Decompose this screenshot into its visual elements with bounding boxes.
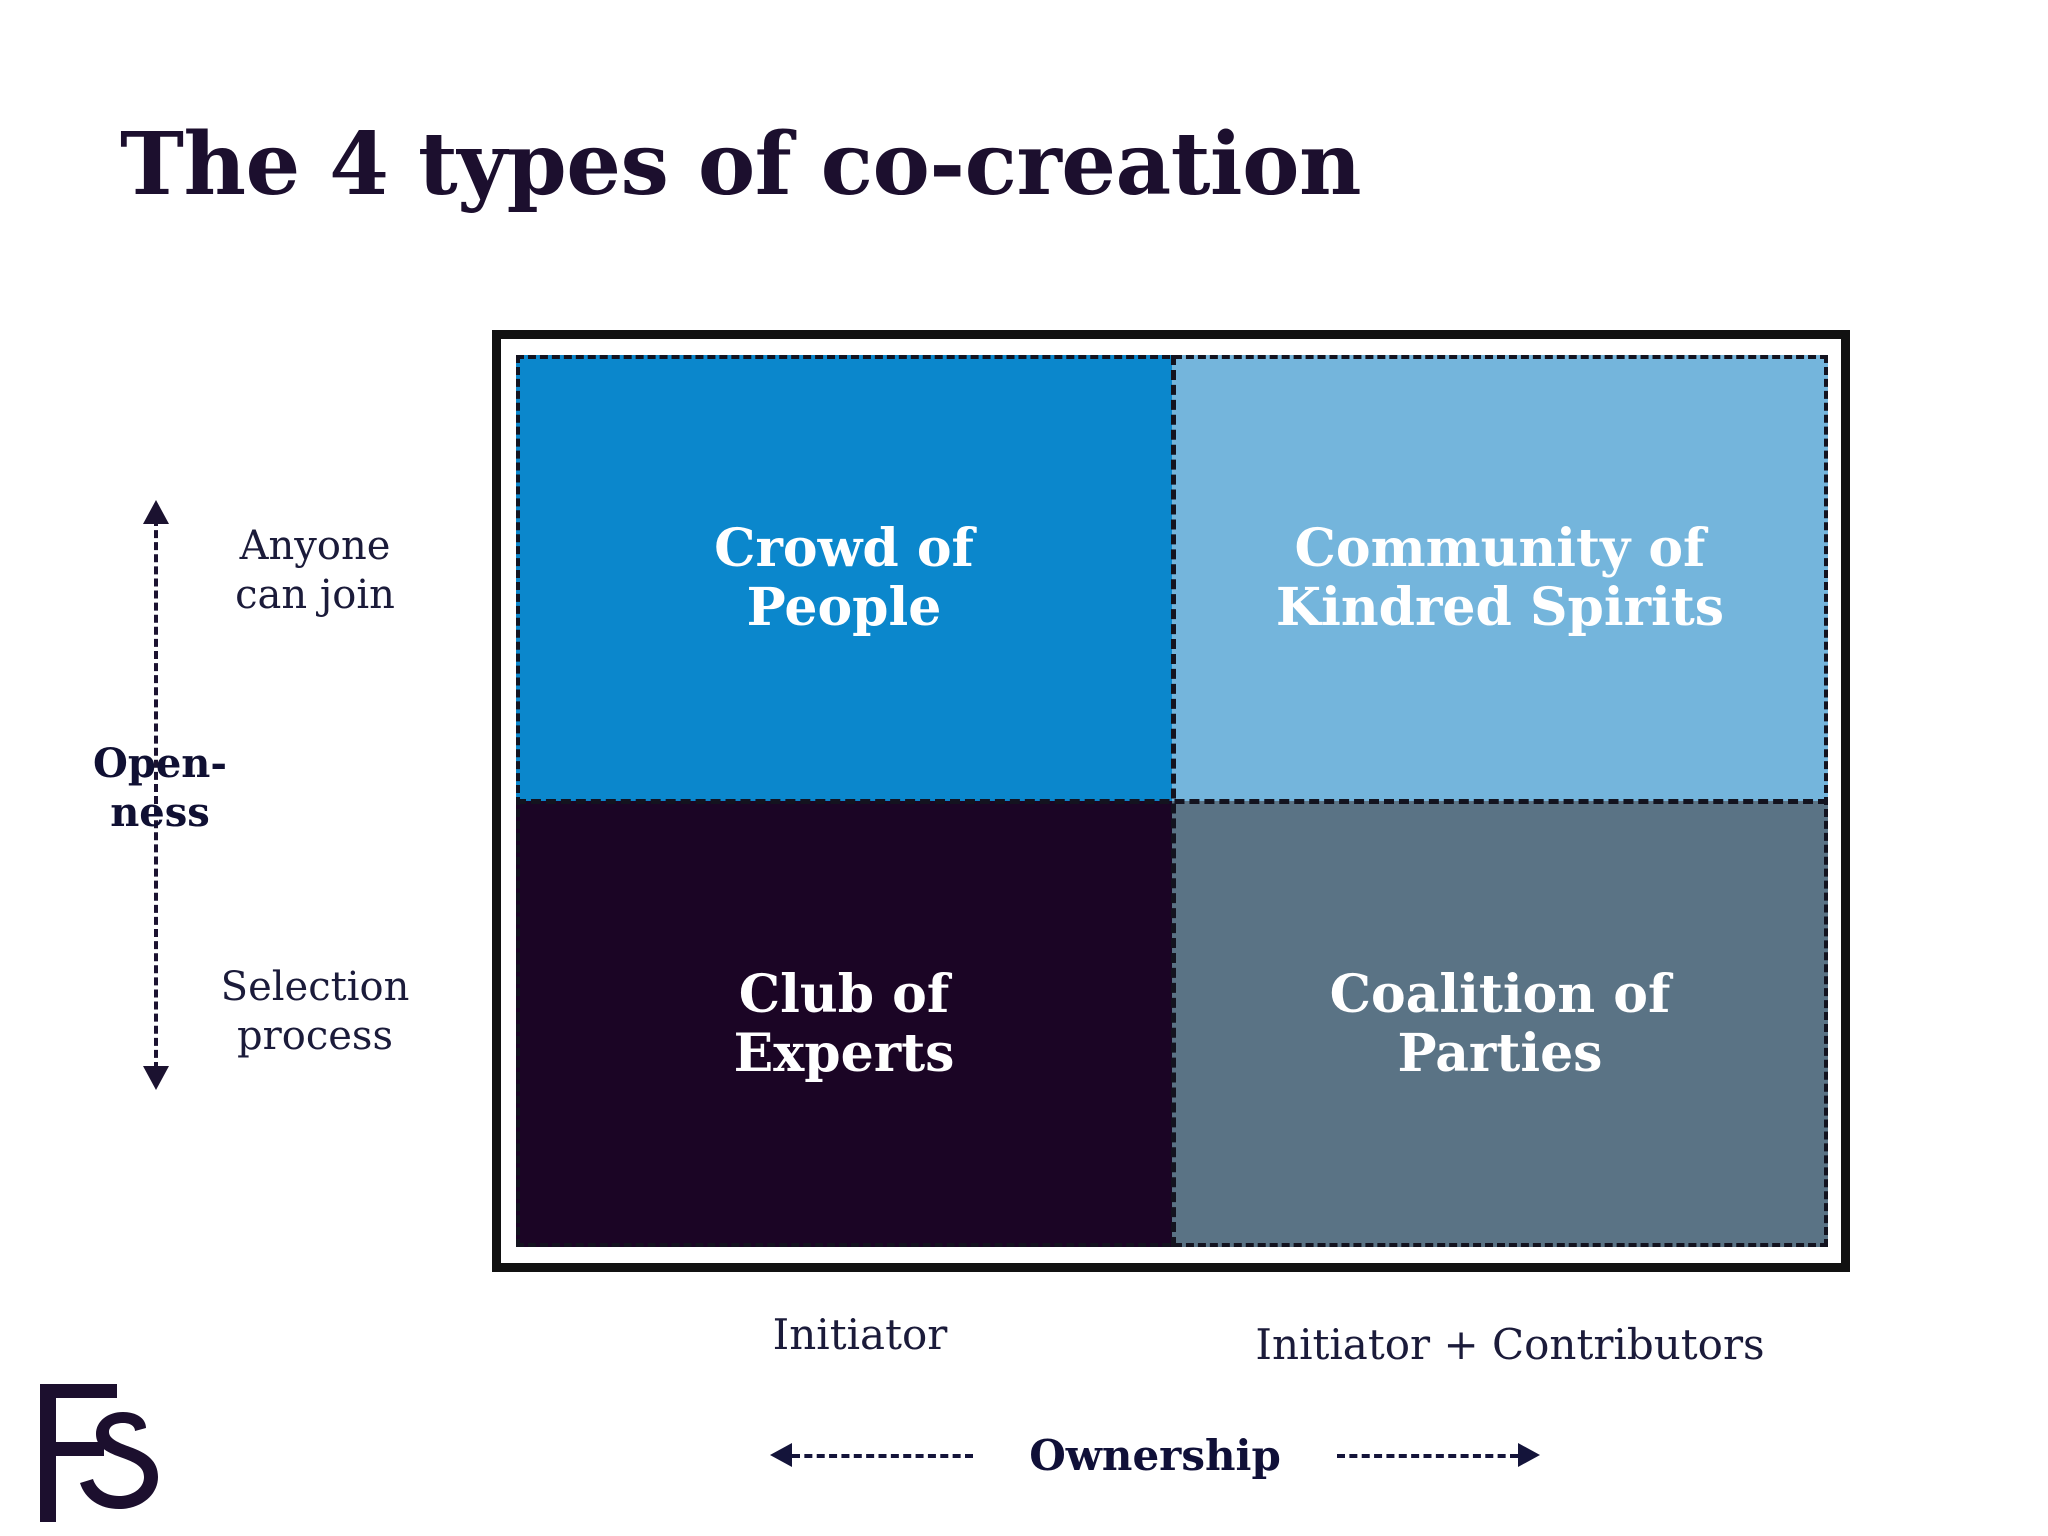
openness-axis — [143, 500, 169, 1090]
ownership-left-label: Initiator — [772, 1310, 948, 1359]
openness-axis-title: Open- ness — [93, 740, 227, 836]
ownership-axis: Ownership — [770, 1430, 1541, 1480]
openness-axis-line — [154, 518, 158, 1070]
ownership-right-label: Initiator + Contributors — [1255, 1320, 1765, 1369]
quadrant-coalition-of-parties[interactable]: Coalition of Parties — [1172, 801, 1828, 1247]
quadrant-label-coalition-of-parties: Coalition of Parties — [1329, 963, 1671, 1084]
quadrant-community-of-kindred-spirits[interactable]: Community of Kindred Spirits — [1172, 355, 1828, 801]
ownership-axis-title: Ownership — [1029, 1430, 1281, 1480]
arrow-left-icon — [770, 1443, 792, 1467]
ownership-right-dots — [1336, 1454, 1519, 1458]
quadrant-horizontal-divider — [516, 799, 1828, 804]
fs-logo — [22, 1376, 182, 1526]
quadrant-grid: Crowd of People Community of Kindred Spi… — [516, 355, 1828, 1247]
openness-top-label: Anyone can join — [235, 523, 395, 618]
ownership-axis-left-arm — [770, 1443, 995, 1467]
page-title: The 4 types of co-creation — [120, 114, 1361, 215]
quadrant-label-crowd-of-people: Crowd of People — [714, 517, 974, 638]
quadrant-label-community-of-kindred-spirits: Community of Kindred Spirits — [1275, 517, 1725, 638]
quadrant-club-of-experts[interactable]: Club of Experts — [516, 801, 1172, 1247]
arrow-down-icon — [143, 1066, 169, 1090]
openness-bottom-label: Selection process — [220, 964, 410, 1059]
quadrant-crowd-of-people[interactable]: Crowd of People — [516, 355, 1172, 801]
arrow-right-icon — [1518, 1443, 1541, 1467]
ownership-left-dots — [792, 1454, 974, 1458]
quadrant-label-club-of-experts: Club of Experts — [733, 963, 955, 1084]
ownership-axis-right-arm — [1315, 1443, 1541, 1467]
